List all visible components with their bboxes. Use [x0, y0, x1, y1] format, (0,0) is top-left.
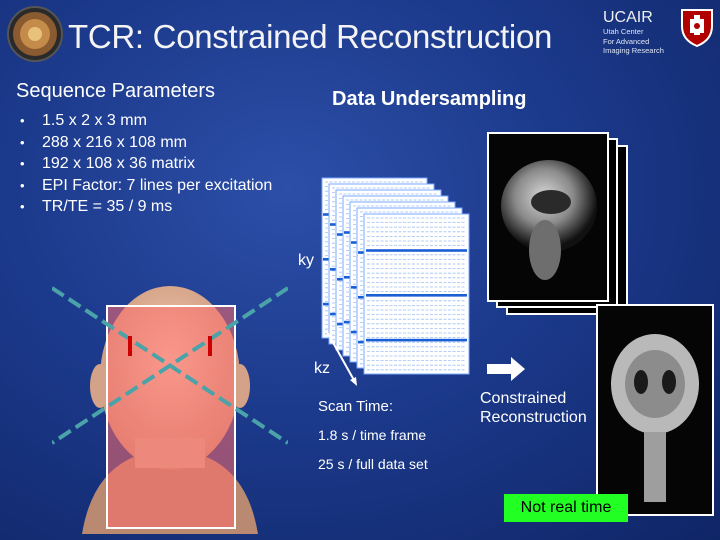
parameter-item: 1.5 x 2 x 3 mm — [20, 110, 320, 132]
university-shield-icon — [680, 8, 714, 48]
kspace-frame — [363, 213, 470, 375]
not-real-time-badge: Not real time — [504, 494, 628, 522]
constrained-reconstruction-label: Constrained Reconstruction — [480, 389, 587, 427]
time-per-data-set: 25 s / full data set — [318, 456, 428, 472]
page-title: TCR: Constrained Reconstruction — [68, 18, 553, 55]
scan-time-label: Scan Time: — [318, 398, 394, 415]
org-subtitle-line: For Advanced — [603, 36, 650, 46]
org-subtitle-line: Utah Center — [603, 27, 644, 36]
parameter-item: TR/TE = 35 / 9 ms — [20, 196, 320, 218]
reconstruction-label-line: Reconstruction — [480, 409, 587, 426]
org-subtitle: Utah Center For Advanced Imaging Researc… — [603, 27, 664, 56]
time-per-frame: 1.8 s / time frame — [318, 427, 427, 443]
org-name: UCAIR — [603, 9, 653, 26]
kz-arrowhead — [350, 377, 357, 386]
sequence-parameters-list: 1.5 x 2 x 3 mm 288 x 216 x 108 mm 192 x … — [20, 110, 320, 218]
emblem-logo-icon — [6, 4, 64, 64]
parameter-item: 192 x 108 x 36 matrix — [20, 153, 320, 175]
reconstruction-label-line: Constrained — [480, 390, 567, 407]
org-subtitle-line: Imaging Research — [603, 46, 664, 55]
coronal-mri-image — [596, 304, 714, 516]
sequence-parameters-heading: Sequence Parameters — [16, 80, 216, 102]
parameter-item: EPI Factor: 7 lines per excitation — [20, 175, 320, 197]
parameter-item: 288 x 216 x 108 mm — [20, 132, 320, 154]
data-undersampling-heading: Data Undersampling — [332, 88, 527, 110]
right-arrow-icon — [487, 357, 525, 381]
kz-axis-arrow — [325, 329, 356, 383]
kz-axis-label: kz — [314, 360, 330, 377]
head-scan-illustration — [50, 268, 290, 534]
kspace-undersampling-diagram — [321, 177, 470, 386]
ky-axis-label: ky — [298, 252, 314, 269]
sagittal-mri-stack — [487, 132, 628, 315]
